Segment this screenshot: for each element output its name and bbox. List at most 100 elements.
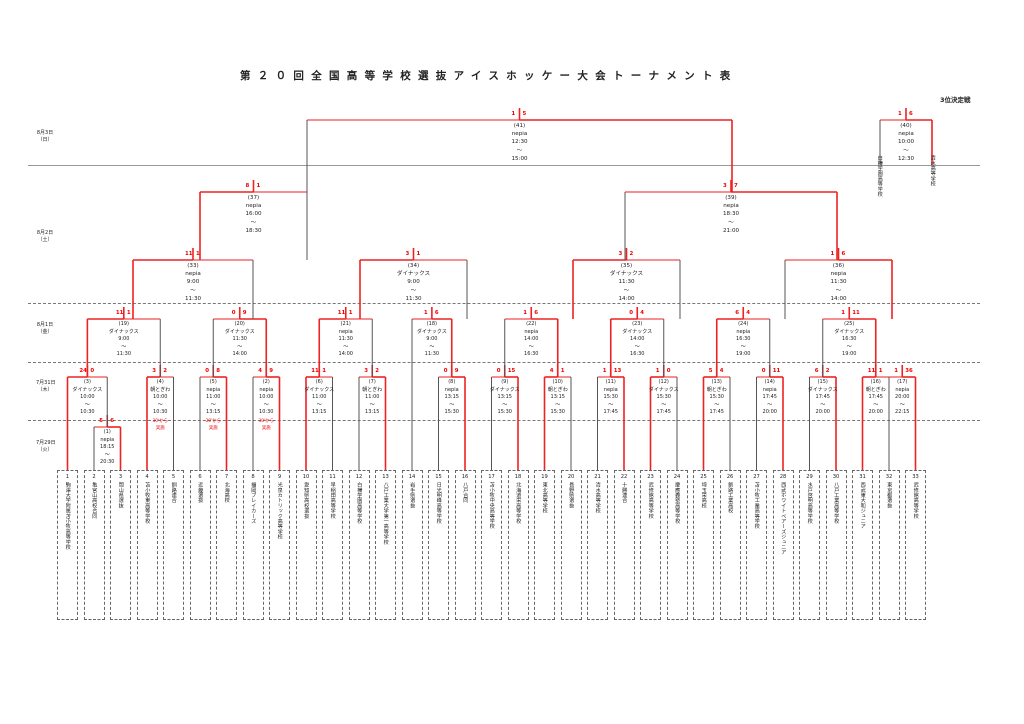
team-cell: 10 愛知県高校選抜 [295, 470, 317, 620]
date-label: 7月29日 （火） [36, 440, 56, 453]
score-value: 2 [629, 251, 634, 257]
team-number: 26 [726, 474, 734, 480]
match-info: (3) ダイナックス 10:00 〜 10:30 [72, 379, 103, 415]
score-value: 1 [830, 251, 835, 257]
team-name: 北海道栄高等学校 [515, 482, 522, 524]
score-value: 5 [99, 418, 104, 424]
team-cell: 6 近畿選抜 [189, 470, 211, 620]
match-info: (18) ダイナックス 9:00 〜 11:30 [416, 321, 447, 357]
team-number: 6 [198, 474, 202, 480]
team-name: 武修館高等学校 [647, 482, 654, 519]
team-number: 10 [302, 474, 310, 480]
team-name: 清水高等学校 [929, 155, 936, 187]
team-number: 28 [779, 474, 787, 480]
score-value: 0 [666, 368, 671, 374]
match-info: (6) ダイナックス 11:00 〜 13:15 [304, 379, 335, 415]
match-info: (16) 朝とぎわ 17:45 〜 20:00 [865, 379, 886, 415]
team-name: 岩手県選抜 [409, 482, 416, 508]
team-cell: 21 清水高等学校 [587, 470, 608, 620]
team-name: 慶應義塾高等学校 [674, 482, 681, 524]
team-number: 7 [224, 474, 229, 480]
team-number: 13 [382, 474, 389, 480]
team-name: 長野県選抜 [568, 482, 575, 508]
team-cell: 8 福岡ブレイカーズ [242, 470, 264, 620]
score-value: 1 [196, 251, 200, 257]
date-label: 8月3日 （日） [36, 130, 54, 143]
team-number: 22 [620, 474, 628, 480]
score-value: 8 [216, 368, 221, 374]
team-number: 27 [753, 474, 760, 480]
team-name: 駒澤大学附属苫小牧高等学校 [64, 482, 71, 550]
team-number: 21 [594, 474, 601, 480]
team-number: 30 [832, 474, 840, 480]
team-number: 9 [277, 474, 282, 480]
team-number: 2 [92, 474, 96, 480]
score-value: 1 [841, 310, 846, 316]
third-place-team: 清水高等学校 [922, 152, 943, 252]
score-value: 9 [242, 310, 247, 316]
team-number: 24 [673, 474, 681, 480]
team-name: 近畿選抜 [197, 482, 204, 503]
score-value: 11 [772, 368, 781, 374]
score-value: 4 [549, 368, 554, 374]
score-value: 3 [405, 251, 410, 257]
score-value: 0 [629, 310, 634, 316]
team-number: 11 [329, 474, 336, 480]
team-cell: 22 十勝連合 [613, 470, 635, 620]
match-info: (7) 朝とぎわ 11:00 〜 13:15 [362, 379, 383, 415]
score-value: 1 [878, 368, 883, 374]
match-info: (9) ダイナックス 13:15 〜 15:30 [489, 379, 520, 415]
team-name: 水戸啓明高等学校 [806, 482, 813, 524]
score-value: 6 [814, 368, 819, 374]
score-value: 3 [152, 368, 157, 374]
team-number: 8 [251, 474, 255, 480]
score-value: 7 [734, 183, 738, 189]
team-cell: 28 西武ホワイトベアーズジュニア [772, 470, 794, 620]
match-info: (34) ダイナックス 9:00 〜 11:30 [396, 263, 431, 302]
match-info: (4) 朝とぎわ 10:00 〜 10:30 [150, 379, 171, 415]
score-value: 11 [337, 310, 346, 316]
team-number: 23 [647, 474, 654, 480]
score-value: 2 [163, 368, 168, 374]
score-value: 5 [522, 111, 527, 117]
third-place-label: 3位決定戦 [940, 96, 971, 104]
match-info: (19) ダイナックス 9:00 〜 11:30 [108, 321, 139, 357]
team-number: 17 [488, 474, 495, 480]
match-info: (23) ダイナックス 14:00 〜 16:30 [622, 321, 653, 357]
third-place-team: 白樺学園高等学校 [869, 152, 890, 252]
score-value: 3 [723, 183, 727, 189]
team-number: 18 [514, 474, 522, 480]
score-value: 11 [115, 310, 124, 316]
score-value: 1 [322, 368, 327, 374]
team-name: 苫小牧工業高等学校 [753, 482, 760, 529]
team-name: 岡山県選抜 [117, 482, 124, 508]
team-name: 愛知県高校選抜 [303, 482, 310, 519]
team-name: 東京都選抜 [886, 482, 893, 508]
match-info: (39) nepia 18:30 〜 21:00 [722, 195, 740, 234]
match-info: (37) nepia 16:00 〜 18:30 [245, 195, 262, 234]
team-number: 19 [541, 474, 548, 480]
score-value: 13 [613, 368, 622, 374]
score-value: 4 [719, 368, 724, 374]
team-name: 白樺学園高等学校 [356, 482, 363, 524]
score-value: 1 [655, 368, 660, 374]
team-name: 釧路連合 [170, 482, 177, 503]
match-info: (8) nepia 13:15 〜 15:30 [444, 379, 459, 415]
match-info: (14) nepia 17:45 〜 20:00 [762, 379, 777, 415]
match-info: (24) nepia 16:30 〜 19:00 [736, 321, 751, 357]
team-name: 福岡ブレイカーズ [250, 482, 257, 524]
team-number: 3 [118, 474, 123, 480]
team-name: 西武ホワイトベアーズジュニア [780, 482, 787, 555]
team-name: 十勝連合 [621, 482, 628, 503]
match-info: (12) ダイナックス 15:30 〜 17:45 [648, 379, 679, 415]
score-value: 11 [185, 251, 193, 257]
team-name: 清水高等学校 [594, 482, 601, 514]
score-value: 11 [867, 368, 876, 374]
